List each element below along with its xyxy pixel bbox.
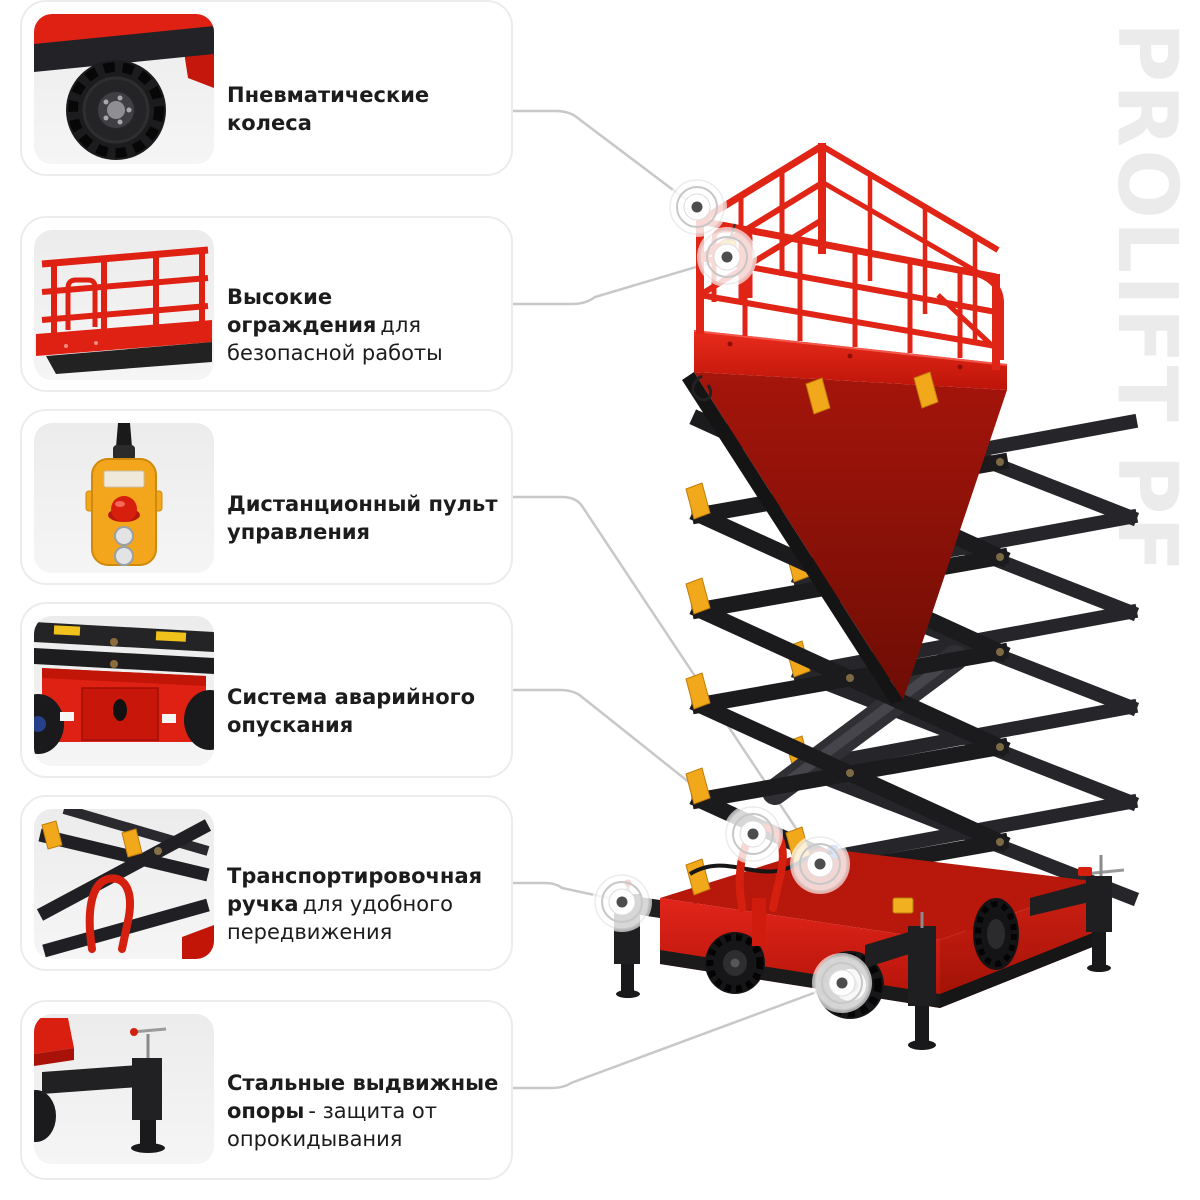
feature-title: Система аварийного опускания: [227, 684, 476, 737]
marker-remote: [696, 226, 758, 288]
feature-title: Транспортировочная ручка: [227, 863, 483, 916]
callout-line-emergency: [511, 495, 819, 862]
feature-card-wheels: Пневматические колеса: [20, 0, 513, 176]
callout-line-outriggers: [511, 881, 620, 902]
wheel-right: [973, 898, 1019, 970]
railings-thumb: [34, 230, 214, 380]
callout-lines: [511, 109, 840, 1090]
remote-control-icon: [85, 423, 163, 566]
remote-control-thumb: [34, 423, 214, 573]
scissor-wedges-front: [685, 482, 711, 805]
feature-text: Дистанционный пульт управления: [227, 490, 505, 546]
wheel-thumb: [34, 14, 214, 164]
transport-handle-icon: [36, 809, 214, 959]
feature-text: Система аварийного опускания: [227, 683, 505, 739]
brand-watermark: PROLIFT PF: [1099, 22, 1194, 575]
callout-line-railings: [511, 109, 695, 207]
feature-title: Высокие ограждения: [227, 284, 377, 337]
feature-subtitle: для удобного передвижения: [227, 891, 454, 945]
marker-wheels: [811, 952, 873, 1014]
outrigger-front: [865, 912, 936, 1050]
emergency-lowering-thumb: [34, 616, 214, 766]
feature-text: Пневматические колеса: [227, 81, 505, 137]
outrigger-thumb: [34, 1014, 214, 1164]
feature-card-outriggers: Стальные выдвижные опоры- защита от опро…: [20, 1000, 513, 1180]
outrigger-icon: [34, 1018, 167, 1153]
feature-title: Стальные выдвижные опоры: [227, 1070, 499, 1123]
transport-handle-thumb: [34, 809, 214, 959]
feature-card-remote: Дистанционный пульт управления: [20, 409, 513, 585]
marker-railings: [666, 176, 728, 238]
callout-line-remote: [511, 257, 725, 306]
platform-underside-frame: [682, 372, 903, 704]
marker-emergency: [789, 833, 851, 895]
marker-outriggers: [591, 871, 653, 933]
feature-card-emergency: Система аварийного опускания: [20, 602, 513, 778]
power-unit-box: [892, 897, 914, 914]
callout-line-handle: [511, 688, 751, 832]
feature-subtitle: - защита от опрокидывания: [227, 1098, 437, 1152]
wheel-left: [705, 932, 765, 994]
feature-title: Дистанционный пульт управления: [227, 491, 498, 544]
feature-title: Пневматические колеса: [227, 82, 430, 135]
emergency-lowering-icon: [34, 622, 214, 754]
marker-handle: [722, 803, 784, 865]
feature-text: Стальные выдвижные опоры- защита от опро…: [227, 1069, 505, 1153]
railings-icon: [36, 246, 212, 374]
cord-curl: [691, 374, 713, 402]
feature-subtitle: для безопасной работы: [227, 312, 443, 366]
platform-underside: [694, 372, 1007, 700]
callout-line-wheels: [511, 982, 840, 1090]
outrigger-right: [1030, 855, 1125, 972]
wheel-icon: [34, 14, 214, 160]
platform: [682, 143, 1008, 704]
